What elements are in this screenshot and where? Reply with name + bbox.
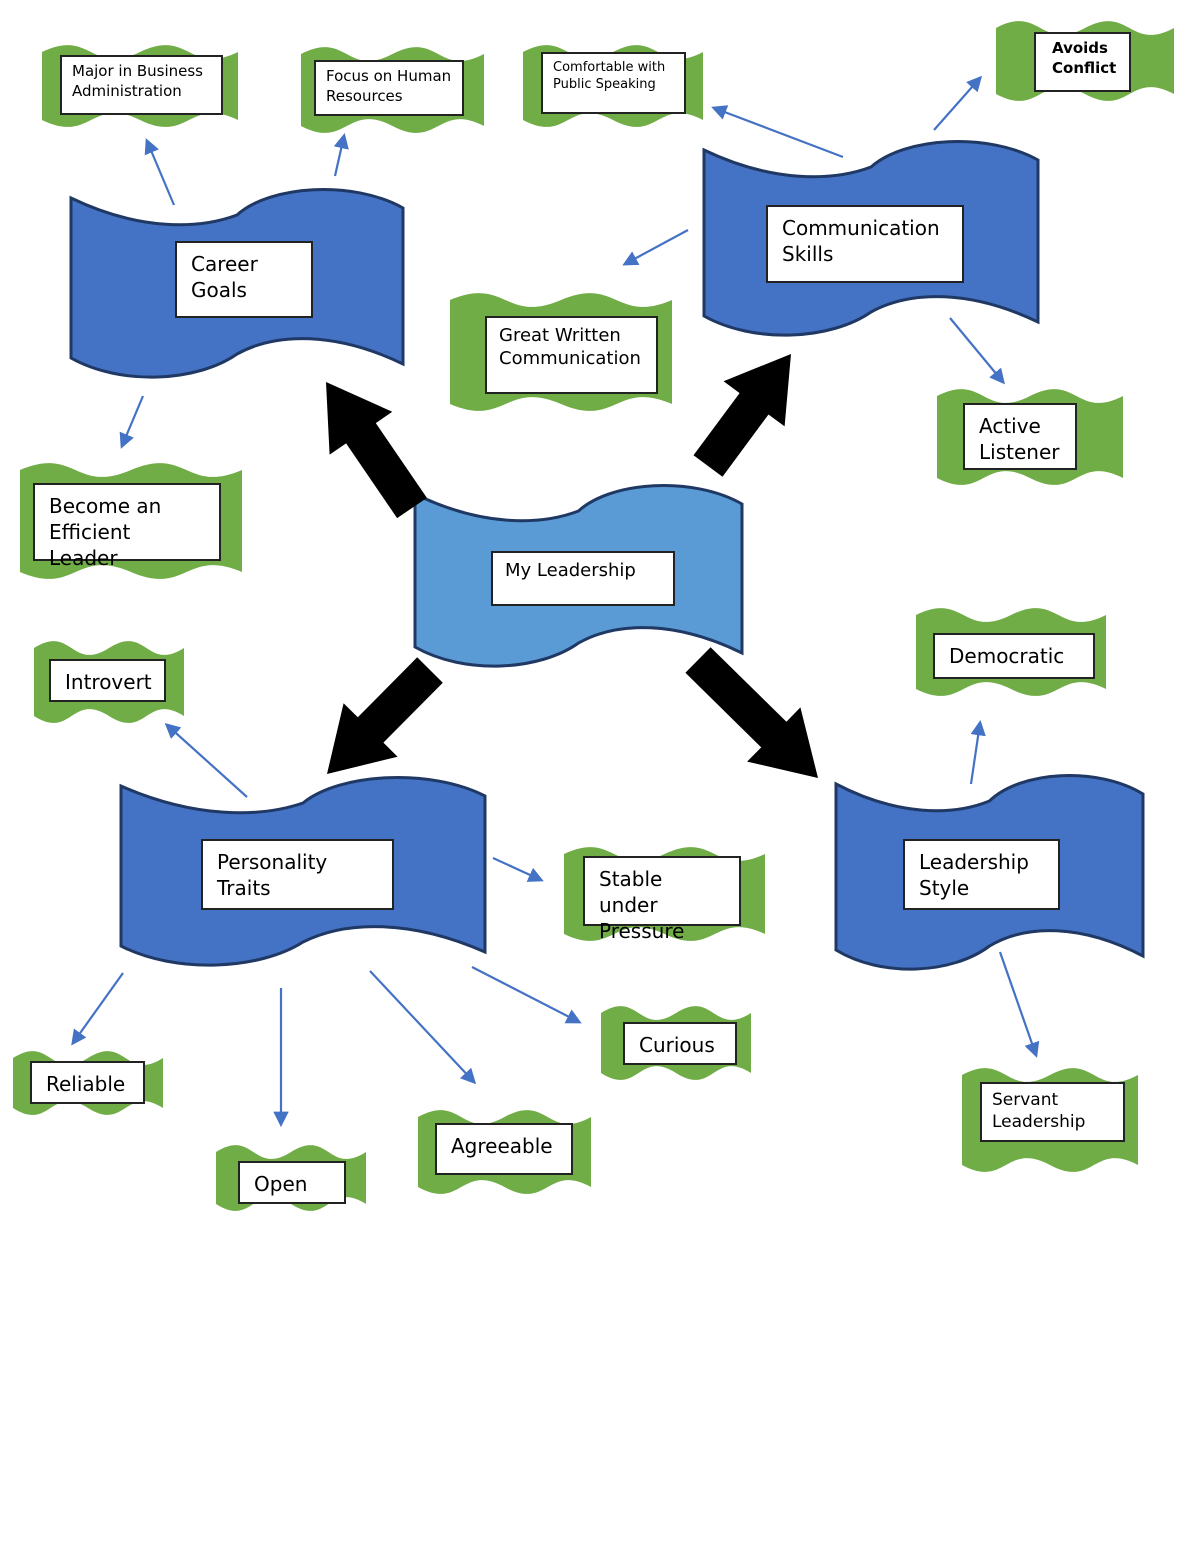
leaf-focus-human-resources: Focus on Human Resources (314, 60, 464, 116)
leaf-introvert: Introvert (49, 659, 166, 702)
leaf-open: Open (238, 1161, 346, 1204)
personality-traits-label: Personality Traits (201, 839, 394, 910)
thin-arrow-to-stable (492, 857, 544, 882)
thin-arrow-to-democratic (969, 719, 986, 785)
leaf-major-business-administration: Major in Business Administration (60, 55, 223, 115)
thick-arrow-to-career-goals (326, 382, 427, 519)
thin-arrow-to-public (711, 105, 844, 159)
thick-arrow-to-personality-traits (327, 657, 443, 774)
thin-arrow-to-written (622, 229, 689, 266)
thin-arrow-to-agreeable (369, 970, 477, 1085)
leaf-democratic: Democratic (933, 633, 1095, 679)
thick-arrow-to-communication-skills (693, 354, 791, 477)
leaf-curious: Curious (623, 1022, 737, 1065)
thin-arrow-to-introvert (164, 722, 248, 798)
leaf-active-listener: Active Listener (963, 403, 1077, 470)
thick-arrow-to-leadership-style (685, 647, 818, 778)
thin-arrow-to-efficient (119, 395, 145, 449)
leaf-become-efficient-leader: Become an Efficient Leader (33, 483, 221, 570)
leaf-servant-leadership: Servant Leadership (980, 1082, 1125, 1142)
thin-arrow-to-focus (333, 132, 349, 177)
leaf-reliable: Reliable (30, 1061, 145, 1104)
thin-arrow-to-major (144, 138, 176, 206)
thin-arrow-to-active (949, 317, 1005, 385)
leaf-agreeable: Agreeable (435, 1123, 573, 1175)
thin-arrow-to-servant (998, 951, 1040, 1058)
leaf-comfortable-public-speaking: Comfortable with Public Speaking (541, 52, 686, 114)
thin-arrow-to-curious (471, 966, 582, 1024)
communication-skills-label: Communication Skills (766, 205, 964, 283)
leaf-stable-under-pressure: Stable under Pressure (583, 856, 741, 943)
career-goals-label: Career Goals (175, 241, 313, 318)
thin-arrow-to-conflict (933, 75, 983, 131)
leaf-great-written-communication: Great Written Communication (485, 316, 658, 394)
thin-arrow-to-reliable (71, 972, 124, 1046)
center-node-label: My Leadership (491, 551, 675, 606)
leaf-avoids-conflict: Avoids Conflict (1034, 32, 1131, 92)
leadership-style-label: Leadership Style (903, 839, 1060, 910)
